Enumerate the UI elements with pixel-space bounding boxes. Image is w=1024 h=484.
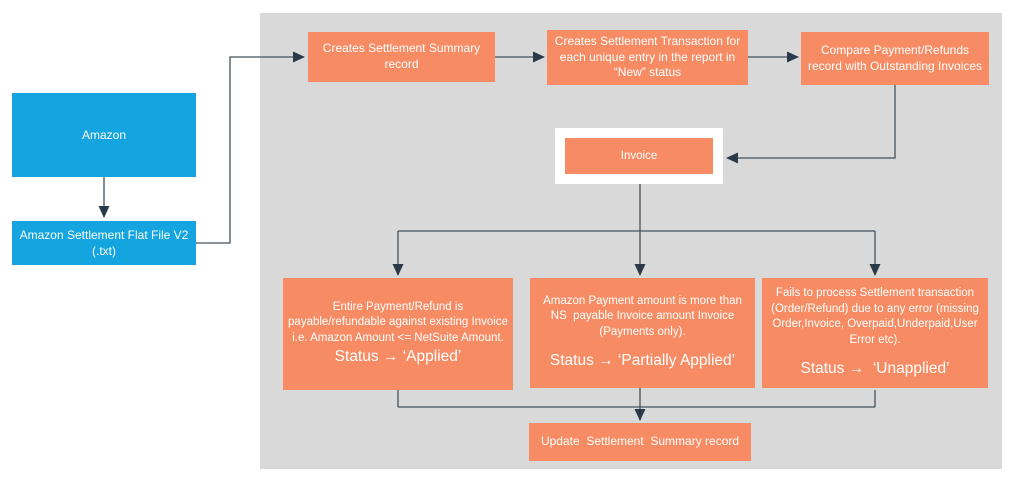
outcome-applied-body: Entire Payment/Refund is payable/refunda…: [288, 300, 512, 344]
invoice-label: Invoice: [620, 150, 658, 162]
outcome-unapplied-box: Fails to process Settlement transaction …: [762, 278, 988, 388]
settlement-flat-file-label: Amazon Settlement Flat File V2 (.txt): [19, 227, 192, 258]
creates-settlement-transaction-box: Creates Settlement Transaction for each …: [547, 30, 748, 85]
outcome-partially-applied-box: Amazon Payment amount is more than NS pa…: [530, 278, 755, 388]
settlement-flat-file-box: Amazon Settlement Flat File V2 (.txt): [12, 221, 196, 265]
outcome-applied-status: Status → ‘Applied’: [334, 348, 462, 366]
outcome-partially-applied-body: Amazon Payment amount is more than NS pa…: [543, 294, 746, 338]
amazon-source-box: Amazon: [12, 93, 196, 177]
compare-payment-refunds-label: Compare Payment/Refunds record with Outs…: [807, 42, 983, 73]
outcome-applied-box: Entire Payment/Refund is payable/refunda…: [283, 278, 513, 390]
outcome-unapplied-body: Fails to process Settlement transaction …: [771, 287, 983, 346]
creates-settlement-summary-box: Creates Settlement Summary record: [308, 32, 495, 82]
creates-settlement-transaction-label: Creates Settlement Transaction for each …: [554, 34, 744, 80]
outcome-unapplied-status: Status → ‘Unapplied’: [800, 360, 950, 378]
outcome-partially-applied-status: Status → ‘Partially Applied’: [549, 352, 736, 370]
compare-payment-refunds-box: Compare Payment/Refunds record with Outs…: [801, 32, 989, 85]
update-settlement-summary-box: Update Settlement Summary record: [529, 423, 751, 461]
update-settlement-summary-label: Update Settlement Summary record: [540, 434, 740, 449]
amazon-source-label: Amazon: [81, 127, 127, 142]
creates-settlement-summary-label: Creates Settlement Summary record: [322, 41, 484, 71]
invoice-box: Invoice: [555, 128, 723, 184]
